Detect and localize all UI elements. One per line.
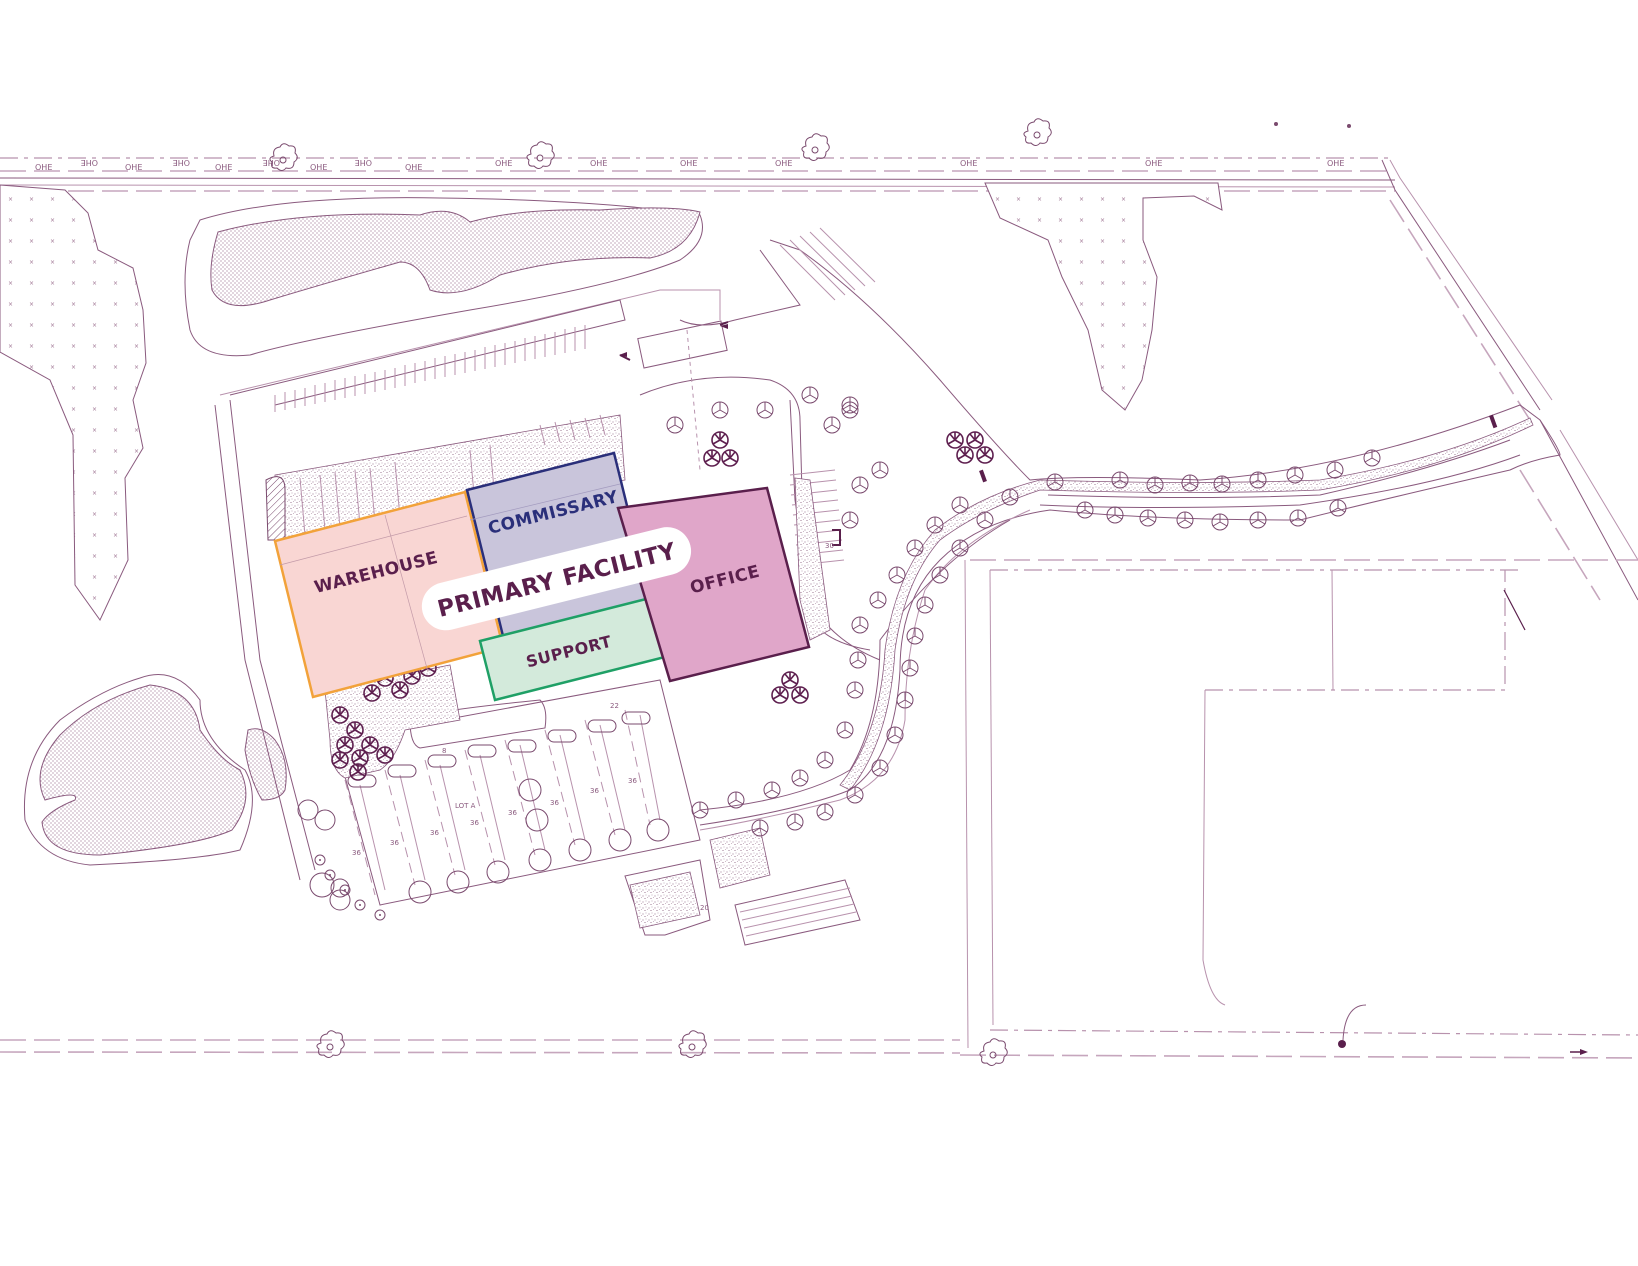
property-boundary-east: [1381, 159, 1638, 601]
svg-text:OHE: OHE: [960, 159, 977, 168]
stormwater-pond-north: [184, 197, 703, 357]
wetland-northeast: [984, 182, 1223, 411]
svg-text:OHE: OHE: [1327, 159, 1344, 168]
svg-text:OHE: OHE: [263, 158, 280, 167]
parking-lot-a: LOT A 36 36 36 36 36 36 36 36 8 22: [334, 679, 701, 906]
sidewalk-access-road: [839, 417, 1534, 791]
svg-text:36: 36: [430, 829, 439, 837]
svg-text:36: 36: [628, 777, 637, 785]
svg-text:OHE: OHE: [495, 159, 512, 168]
svg-text:OHE: OHE: [173, 158, 190, 167]
svg-text:36: 36: [550, 799, 559, 807]
svg-text:8: 8: [442, 747, 446, 755]
svg-text:36: 36: [470, 819, 479, 827]
svg-text:OHE: OHE: [81, 158, 98, 167]
svg-text:OHE: OHE: [215, 163, 232, 172]
north-gridline: [686, 329, 701, 471]
landscape-planting-west: [324, 659, 461, 781]
svg-text:OHE: OHE: [775, 159, 792, 168]
feature-trees: [703, 414, 1498, 704]
svg-text:OHE: OHE: [1145, 159, 1162, 168]
svg-text:20: 20: [700, 904, 709, 912]
svg-text:30: 30: [825, 542, 834, 550]
svg-text:OHE: OHE: [590, 159, 607, 168]
svg-text:OHE: OHE: [405, 163, 422, 172]
overhead-electric-line: OHE OHE OHE OHE OHE OHE OHE OHE OHE OHE …: [0, 118, 1396, 192]
svg-text:36: 36: [508, 809, 517, 817]
property-lines-southeast: [964, 559, 1638, 1049]
svg-text:LOT A: LOT A: [455, 802, 476, 810]
svg-text:OHE: OHE: [125, 163, 142, 172]
south-service-area: 20: [624, 827, 861, 946]
svg-text:36: 36: [590, 787, 599, 795]
svg-text:22: 22: [610, 702, 619, 710]
svg-text:OHE: OHE: [35, 163, 52, 172]
svg-text:36: 36: [352, 849, 361, 857]
dock-bays: [299, 414, 606, 536]
landscape-strip-office: [794, 477, 831, 641]
svg-text:OHE: OHE: [355, 158, 372, 167]
stormwater-pond-south: [23, 674, 287, 866]
gate-structure: [619, 320, 729, 369]
svg-text:OHE: OHE: [680, 159, 697, 168]
shrub-ring-south-west: [297, 799, 386, 921]
primary-facility: WAREHOUSE COMMISSARY OFFICE SUPPORT PRIM…: [273, 451, 811, 702]
access-roads: [214, 239, 1561, 881]
property-boundary-south: [0, 1004, 1638, 1066]
parking-north: [229, 227, 876, 412]
svg-text:OHE: OHE: [310, 163, 327, 172]
wetland-west: [0, 184, 147, 621]
svg-text:36: 36: [390, 839, 399, 847]
loading-dock-curb: [265, 476, 286, 541]
